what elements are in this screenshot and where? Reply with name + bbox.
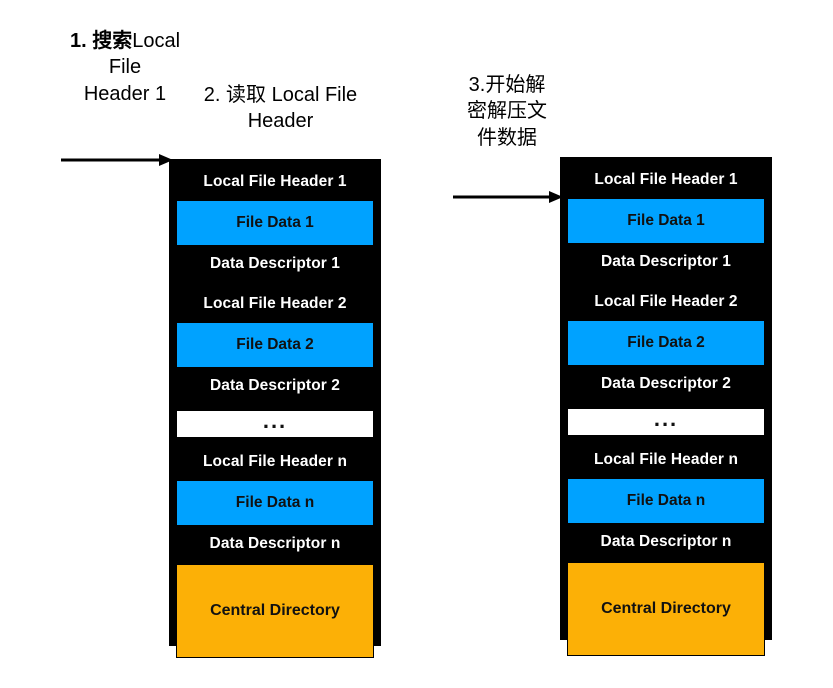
step-1-emphasis: 1. 搜索 [69, 30, 133, 52]
central-directory-block: Central Directory [567, 562, 765, 656]
header-row: Local File Header n [593, 451, 739, 468]
stack-bottom-padding [560, 656, 772, 662]
zip-structure-right: Local File Header 1 File Data 1 Data Descr… [560, 157, 772, 656]
step-1-rest: Local File Header 1 [83, 30, 181, 105]
arrow-right-icon-2 [453, 191, 563, 203]
header-row: Data Descriptor 1 [209, 255, 341, 272]
header-row: Data Descriptor 1 [600, 253, 732, 270]
ellipsis-block: ... [176, 410, 374, 438]
header-row: Local File Header 1 [594, 171, 738, 188]
header-row: Local File Header n [202, 453, 348, 470]
step-2-label: 2. 读取 Local File Header [203, 84, 358, 133]
file-data-block: File Data 1 [567, 198, 765, 244]
file-data-block: File Data n [176, 480, 374, 526]
step-1-label: 1. 搜索Local File Header 1 [55, 28, 195, 107]
stack-bottom-padding [169, 658, 381, 664]
header-row: Local File Header 2 [594, 293, 738, 310]
step-3-label: 3.开始解 密解压文 件数据 [467, 74, 547, 149]
header-row: Data Descriptor 2 [209, 377, 341, 394]
header-row: Data Descriptor n [209, 535, 341, 552]
file-data-block: File Data n [567, 478, 765, 524]
file-data-block: File Data 2 [176, 322, 374, 368]
header-row: Data Descriptor 2 [600, 375, 732, 392]
zip-structure-left: Local File Header 1 File Data 1 Data Descr… [169, 159, 381, 658]
ellipsis-block: ... [567, 408, 765, 436]
arrow-right-icon-1 [61, 154, 173, 166]
file-data-block: File Data 1 [176, 200, 374, 246]
header-row: Local File Header 2 [203, 295, 347, 312]
header-row: Local File Header 1 [203, 173, 347, 190]
file-data-block: File Data 2 [567, 320, 765, 366]
central-directory-block: Central Directory [176, 564, 374, 658]
header-row: Data Descriptor n [600, 533, 732, 550]
